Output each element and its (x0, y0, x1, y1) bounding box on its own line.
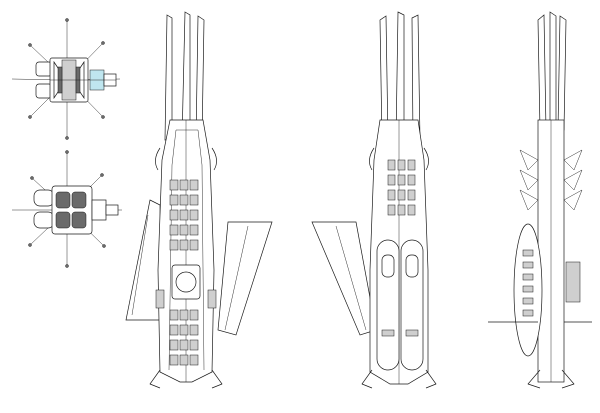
bottom-view (311, 11, 437, 389)
top-view (125, 11, 273, 389)
rear-view (12, 150, 122, 268)
side-view (488, 11, 592, 389)
front-view (11, 18, 121, 140)
